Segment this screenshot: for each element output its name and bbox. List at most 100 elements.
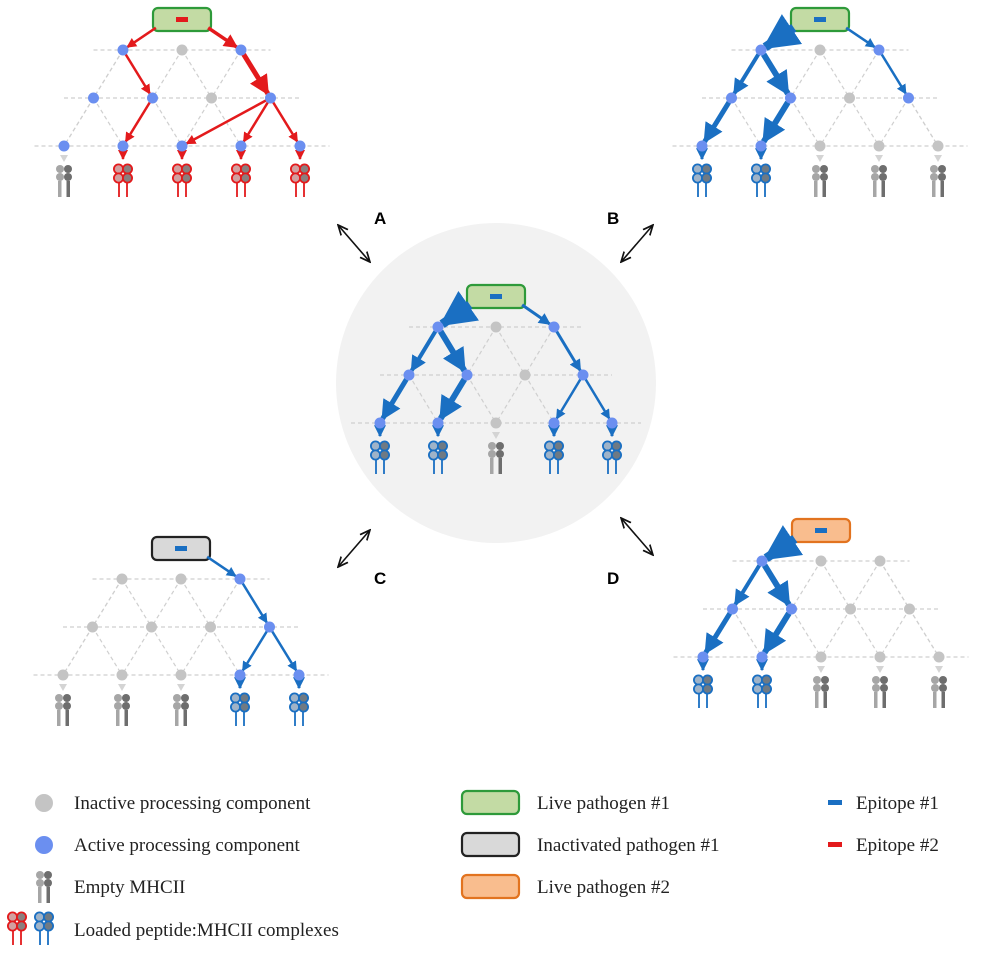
active-component <box>264 621 275 633</box>
inactive-arrow <box>59 684 67 691</box>
grid-line <box>151 97 183 147</box>
loaded-mhcii-icon <box>7 911 27 945</box>
active-component-swatch <box>35 836 53 854</box>
inactive-component <box>814 44 826 56</box>
active-component <box>727 603 738 615</box>
processing-arrow <box>761 52 791 96</box>
inactive-arrow <box>817 666 825 673</box>
loaded-mhcii-icon <box>369 440 390 474</box>
grid-line <box>908 608 940 658</box>
mhcii-row <box>369 440 623 474</box>
loaded-mhcii-icon <box>113 163 134 197</box>
legend-active-component: Active processing component <box>74 835 301 856</box>
double-arrow-a <box>338 225 370 262</box>
grid-line <box>121 578 153 628</box>
active-component <box>58 140 70 152</box>
grid-line <box>849 560 881 610</box>
processing-arrow <box>702 100 732 144</box>
active-component <box>117 140 129 152</box>
legend-live-pathogen-2: Live pathogen #2 <box>537 877 670 898</box>
processing-arrows <box>374 290 618 439</box>
inactive-component <box>205 621 216 633</box>
grid-line <box>180 578 212 628</box>
grid-line <box>495 374 526 424</box>
processing-arrow <box>521 303 551 326</box>
processing-arrow <box>703 611 733 655</box>
grid-line <box>789 97 821 147</box>
processing-nodes <box>57 573 305 681</box>
empty-mhcii-icon <box>36 871 52 903</box>
processing-nodes <box>696 44 944 152</box>
empty-mhcii-icon <box>55 694 71 726</box>
processing-arrow <box>733 564 762 607</box>
grid-line <box>819 49 851 99</box>
active-component <box>697 651 709 663</box>
inactive-component <box>933 651 945 663</box>
loaded-blue-mhcii-icon <box>34 911 55 945</box>
inactive-component <box>932 140 944 152</box>
processing-arrow <box>272 101 299 143</box>
diagram-c <box>33 535 329 726</box>
legend: Inactive processing component Active pro… <box>7 789 939 945</box>
grid-line <box>790 560 822 610</box>
inactive-component <box>490 417 502 429</box>
processing-grid <box>673 560 969 658</box>
active-component <box>147 92 158 104</box>
processing-nodes <box>374 321 618 429</box>
grid-line <box>524 326 555 376</box>
processing-arrow <box>732 53 761 96</box>
inactive-component <box>904 603 915 615</box>
grid-line <box>879 608 911 658</box>
processing-arrow <box>762 14 803 51</box>
grid-line <box>819 97 851 147</box>
loaded-mhcii-icon <box>229 692 250 726</box>
processing-arrow <box>206 555 237 578</box>
live-pathogen-1-swatch <box>460 789 521 816</box>
active-component <box>88 92 99 104</box>
processing-arrow <box>409 330 438 373</box>
active-component <box>873 44 885 56</box>
grid-line <box>150 626 182 676</box>
active-component <box>293 669 305 681</box>
inactive-component <box>175 669 187 681</box>
active-component <box>755 140 767 152</box>
live-pathogen-2-swatch <box>460 873 521 900</box>
grid-line <box>848 49 880 99</box>
loaded-red-mhcii-icon <box>7 911 27 945</box>
processing-arrow <box>207 26 239 49</box>
processing-arrow <box>763 525 804 562</box>
inactive-component <box>845 603 856 615</box>
processing-arrow <box>555 378 582 420</box>
processing-arrows <box>60 26 305 162</box>
processing-arrows <box>697 525 943 673</box>
processing-arrow <box>124 53 151 95</box>
inactive-component <box>815 555 827 567</box>
inactive-arrow <box>60 155 68 162</box>
mhcii-row <box>692 163 946 197</box>
inactive-arrow <box>816 155 824 162</box>
diagram-d <box>673 517 969 708</box>
inactive-arrow <box>876 666 884 673</box>
loaded-mhcii-icon <box>602 440 623 474</box>
inactive-component <box>844 92 855 104</box>
grid-line <box>408 374 439 424</box>
double-arrow-c <box>338 530 370 567</box>
active-component <box>294 140 306 152</box>
processing-arrow <box>241 630 268 672</box>
empty-mhcii-icon <box>813 676 829 708</box>
processing-arrow <box>380 377 409 421</box>
processing-arrow <box>584 378 611 420</box>
processing-nodes <box>58 44 306 152</box>
grid-line <box>180 626 212 676</box>
active-component <box>176 140 188 152</box>
grid-line <box>62 626 94 676</box>
inactive-component <box>57 669 69 681</box>
diagram-center <box>351 283 641 474</box>
active-component <box>785 92 796 104</box>
loaded-mhcii-icon <box>34 911 55 945</box>
epitope-mark <box>490 294 502 299</box>
inactive-component <box>814 140 826 152</box>
empty-mhcii-icon <box>872 676 888 708</box>
empty-mhcii-icon <box>56 165 72 197</box>
